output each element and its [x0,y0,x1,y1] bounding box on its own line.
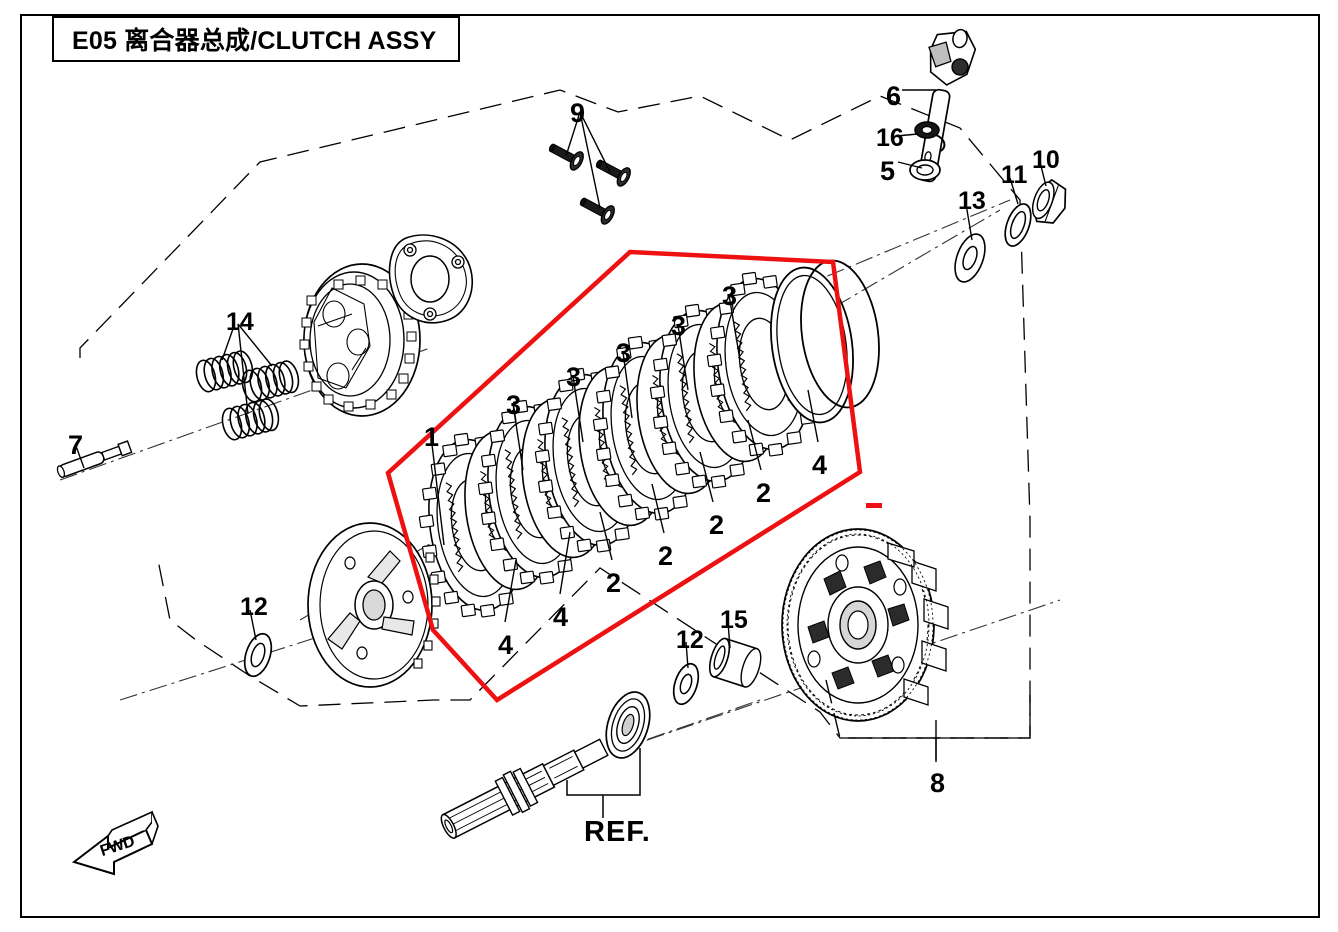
leader-line-28 [727,621,731,649]
leader-line-25 [221,325,235,361]
leader-line-19 [579,111,601,209]
leader-line-17 [565,111,581,157]
highlight-dash-mark [866,503,882,508]
item-8-bracket [825,679,1031,739]
callout-clutch-plate-variant[interactable]: 4 [553,602,569,632]
callout-clutch-steel-plate[interactable]: 2 [709,510,725,540]
page-title: E05 离合器总成/CLUTCH ASSY [72,27,437,55]
callout-clutch-bolt[interactable]: 9 [570,98,586,128]
clutch-plate-stack [406,259,880,625]
spacer-collar-15 [708,637,762,688]
callout-circlip[interactable]: 16 [876,124,904,152]
leader-line-23 [685,641,689,669]
leader-line-11 [559,531,571,595]
thrust-washer-12-left [243,632,273,678]
assembly-boundary [79,89,1031,739]
leader-line-8 [677,324,689,391]
leader-line-18 [579,111,611,173]
callout-thrust-washer[interactable]: 12 [676,626,704,654]
leader-line-5 [512,403,524,471]
callout-thrust-washer[interactable]: 12 [240,593,268,621]
leader-line-1 [699,451,714,503]
leader-line-10 [504,559,517,623]
callout-clutch-basket-assembly[interactable]: 8 [930,768,946,798]
callout-clutch-friction-plate[interactable]: 3 [616,338,632,368]
leader-line-4 [599,511,613,561]
leader-line-12 [807,389,819,443]
lock-washer-11 [1004,203,1032,247]
leader-line-9 [728,294,741,361]
fwd-arrow-icon [71,810,159,876]
leader-line-27 [237,323,249,415]
clutch-bolt-group [544,137,634,227]
callout-clutch-plate-variant[interactable]: 4 [812,450,828,480]
leader-line-7 [622,351,633,419]
callout-clutch-friction-plate[interactable]: 3 [671,311,687,341]
leader-line-6 [572,375,584,443]
callout-clutch-friction-plate-first[interactable]: 1 [424,422,440,452]
clutch-inner-hub [307,522,441,688]
ref-bracket [566,748,641,818]
callout-clutch-steel-plate[interactable]: 2 [756,478,772,508]
callout-clutch-friction-plate[interactable]: 3 [506,390,522,420]
washer-5 [909,159,941,181]
thrust-washer-12-right [672,662,700,706]
clutch-basket [781,528,949,722]
callout-clutch-release-lever-shaft[interactable]: 6 [886,81,902,111]
leader-line-24 [965,203,973,241]
callout-clutch-spring[interactable]: 14 [226,308,254,336]
leader-line-20 [1039,161,1047,187]
leader-line-21 [1009,177,1019,205]
ref-output-shaft [440,691,651,839]
callout-clutch-steel-plate[interactable]: 2 [606,568,622,598]
clutch-push-rod [56,440,133,479]
callout-clutch-push-rod[interactable]: 7 [68,430,84,460]
leader-line-29 [895,133,919,137]
clutch-spring-group [192,348,303,443]
leader-line-3 [651,483,665,534]
clutch-pressure-plate [299,263,421,417]
hex-nut-10 [1031,178,1067,224]
callout-clutch-steel-plate[interactable]: 2 [658,541,674,571]
leader-line-13 [897,161,923,169]
circlip-16 [914,121,946,152]
leader-line-26 [237,323,273,367]
callout-flat-washer-large[interactable]: 13 [958,187,986,215]
callout-spacer-collar[interactable]: 15 [720,606,748,634]
ref-label: REF. [584,816,651,848]
leader-line-0 [430,435,445,546]
callout-washer-small[interactable]: 5 [880,156,896,186]
flat-washer-13 [948,229,992,287]
callout-leader-lines [75,89,1047,760]
page-border [20,14,1320,918]
callout-clutch-plate-variant[interactable]: 4 [498,630,514,660]
clutch-plate-stack-highlight [385,249,863,703]
leader-line-22 [249,609,257,641]
leader-line-2 [747,419,762,471]
callout-lock-washer[interactable]: 11 [1001,161,1028,189]
callout-clutch-friction-plate[interactable]: 3 [722,281,738,311]
callout-clutch-friction-plate[interactable]: 3 [566,362,582,392]
callout-hex-nut[interactable]: 10 [1032,146,1060,174]
clutch-cover-plate [388,234,473,324]
diagram-title-box: E05 离合器总成/CLUTCH ASSY [52,16,460,62]
leader-line-15 [75,445,85,469]
